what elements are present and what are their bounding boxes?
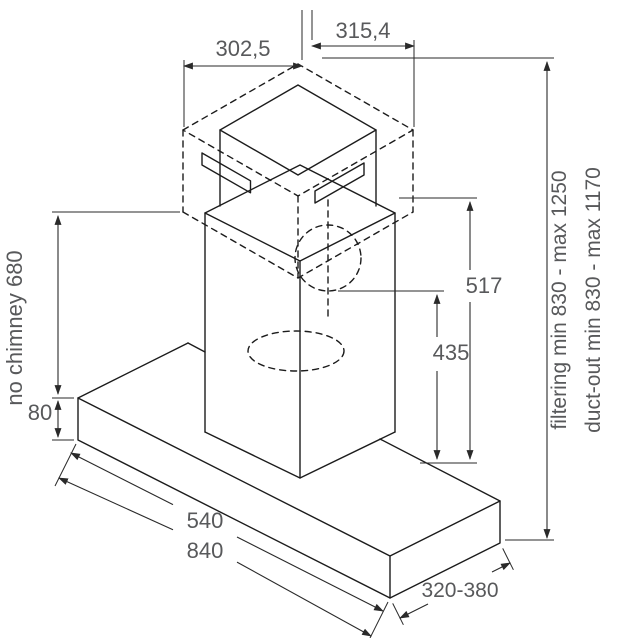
dim-overall-height: filtering min 830 - max 1250 duct-out mi… xyxy=(322,57,605,541)
inner-duct-opening xyxy=(219,84,377,176)
canopy-front-face xyxy=(77,397,391,599)
canopy-right-face xyxy=(389,500,501,599)
dim-label-duct-out-height: duct-out min 830 - max 1170 xyxy=(582,167,605,433)
dim-label-inner-width: 540 xyxy=(187,508,224,533)
dim-rear-section-height: 517 xyxy=(399,197,503,464)
dim-label-chimney-width-right: 315,4 xyxy=(335,18,390,43)
dim-depth: 320-380 xyxy=(392,548,514,626)
inner-duct-edges xyxy=(219,129,377,207)
dim-outlet-height: 435 xyxy=(338,290,470,460)
dim-label-outlet-height: 435 xyxy=(433,340,470,365)
canopy-body xyxy=(77,342,501,599)
recirculation-outlet-ellipse xyxy=(247,330,345,372)
canopy-top-left-edge xyxy=(77,342,189,399)
outlet-markings xyxy=(247,199,362,372)
dim-label-total-width: 840 xyxy=(187,538,224,563)
dim-label-no-chimney-height: no chimney 680 xyxy=(2,250,27,405)
chimney-lower-base-joint xyxy=(204,431,396,479)
dim-chimney-width-left: 302,5 xyxy=(183,10,303,127)
dim-chimney-width-right: 315,4 xyxy=(311,10,415,127)
canopy-top-back-edge xyxy=(187,342,501,502)
dim-label-rear-section-height: 517 xyxy=(466,273,503,298)
dim-label-chimney-width-left: 302,5 xyxy=(215,36,270,61)
chimney-upper-top-rim xyxy=(182,63,414,197)
dim-label-depth-range: 320-380 xyxy=(421,579,498,602)
vent-slot-right xyxy=(314,162,365,204)
vent-slot-left xyxy=(201,152,252,194)
dim-widths: 540 840 xyxy=(54,443,389,638)
chimney-upper-section-dashed xyxy=(182,63,414,279)
chimney-lower-section xyxy=(204,164,396,479)
chimney-upper-bottom-edges xyxy=(182,211,414,279)
chimney-lower-top-rim xyxy=(204,164,396,262)
chimney-lower-vertical-edges xyxy=(204,212,396,479)
dim-label-filtering-height: filtering min 830 - max 1250 xyxy=(548,170,571,429)
dim-no-chimney-height: no chimney 680 80 xyxy=(2,211,180,441)
dim-label-canopy-thickness: 80 xyxy=(28,400,52,425)
